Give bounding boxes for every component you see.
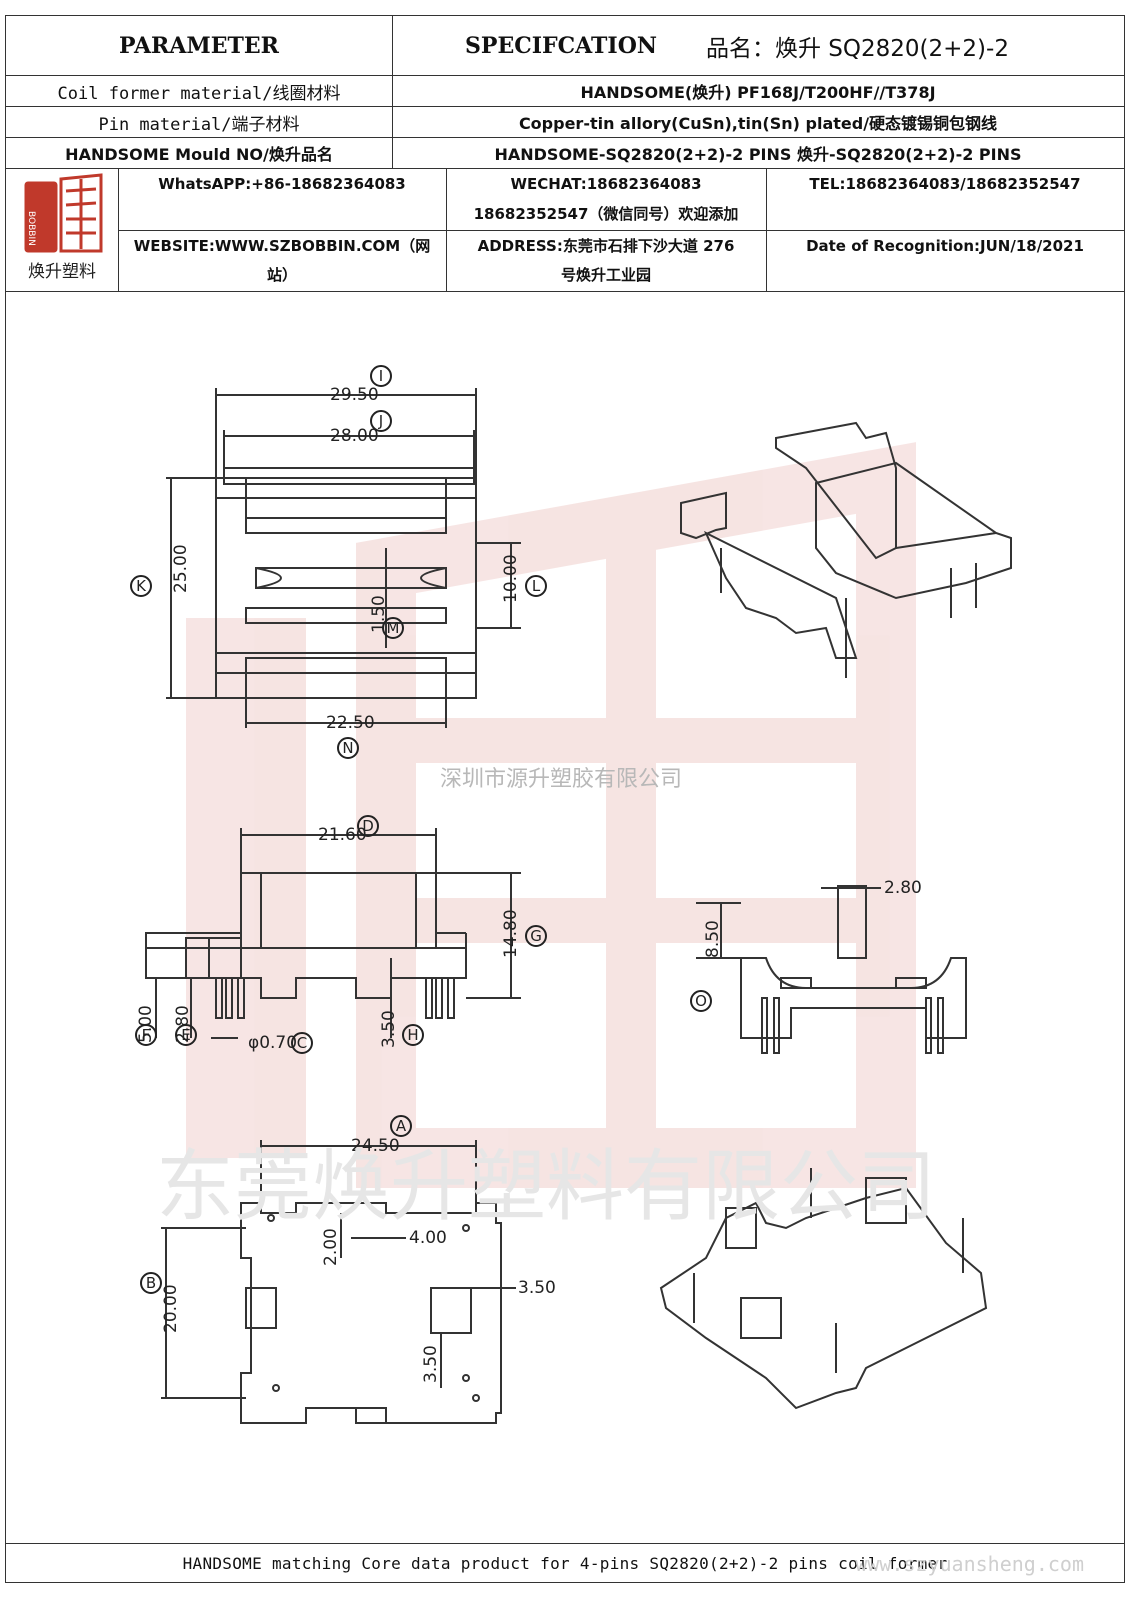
- parameter-label: PARAMETER: [119, 32, 279, 59]
- svg-text:C: C: [297, 1034, 307, 1052]
- marker-B: B: [140, 1272, 162, 1294]
- dim-notch-w: 4.00: [409, 1228, 447, 1248]
- svg-text:L: L: [532, 577, 541, 595]
- markers: I J K L M N D G F E C H O A B: [130, 365, 712, 1294]
- website-line1: WEBSITE:WWW.SZBOBBIN.COM（网: [133, 237, 431, 255]
- svg-text:J: J: [378, 412, 383, 430]
- svg-text:D: D: [362, 817, 374, 835]
- marker-I: I: [370, 365, 392, 387]
- svg-text:F: F: [142, 1026, 151, 1044]
- marker-M: M: [382, 617, 404, 639]
- spec-label: SPECIFCATION: [465, 32, 657, 59]
- svg-text:BOBBIN: BOBBIN: [26, 211, 36, 246]
- dim-H: 3.50: [379, 1010, 399, 1048]
- marker-E: E: [175, 1024, 197, 1046]
- marker-H: H: [402, 1024, 424, 1046]
- param-value: HANDSOME(焕升) PF168J/T200HF//T378J: [580, 83, 936, 102]
- side-view: [145, 872, 467, 1019]
- iso-top-view: [680, 421, 1012, 678]
- front-view: [740, 885, 967, 1054]
- dim-C: φ0.70: [248, 1033, 297, 1053]
- dim-slot-w: 3.50: [518, 1278, 556, 1298]
- svg-text:B: B: [146, 1274, 156, 1292]
- svg-text:N: N: [342, 739, 353, 757]
- svg-text:I: I: [379, 367, 383, 385]
- dim-N: 22.50: [326, 713, 375, 733]
- iso-bottom-view: [659, 1168, 988, 1410]
- svg-text:M: M: [387, 619, 400, 637]
- dim-J: 28.00: [330, 426, 379, 446]
- logo-text: 焕升塑料: [28, 262, 96, 282]
- watermark-logo: [186, 442, 916, 1188]
- param-label: Pin material/端子材料: [98, 114, 300, 135]
- param-label: HANDSOME Mould NO/焕升品名: [65, 145, 333, 164]
- technical-drawing: 29.50 28.00 25.00 10.00 1.50 22.50 21.60…: [6, 298, 1124, 1525]
- tel-text: TEL:18682364083/18682352547: [809, 175, 1081, 193]
- website-line2: 站）: [266, 266, 297, 284]
- dim-I: 29.50: [330, 385, 379, 405]
- watermark-company-large: 东莞焕升塑料有限公司: [156, 1142, 936, 1232]
- svg-text:H: H: [407, 1026, 418, 1044]
- svg-text:K: K: [136, 577, 147, 595]
- marker-N: N: [337, 737, 359, 759]
- marker-G: G: [525, 925, 547, 947]
- param-row: Pin material/端子材料 Copper-tin allory(CuSn…: [6, 107, 1124, 138]
- dim-D: 21.60: [318, 825, 367, 845]
- product-name: 品名：焕升 SQ2820(2+2)-2: [706, 35, 1009, 62]
- divider: [392, 16, 393, 75]
- dim-L: 10.00: [501, 554, 521, 603]
- header-row: PARAMETER SPECIFCATION 品名：焕升 SQ2820(2+2)…: [6, 16, 1124, 76]
- marker-O: O: [690, 990, 712, 1012]
- dim-O: 8.50: [703, 920, 723, 958]
- divider: [392, 138, 393, 168]
- marker-L: L: [525, 575, 547, 597]
- marker-J: J: [370, 410, 392, 432]
- address-line1: ADDRESS:东莞市石排下沙大道 276: [477, 237, 735, 255]
- marker-A: A: [390, 1115, 412, 1137]
- dim-E: 2.80: [173, 1005, 193, 1043]
- drawing-svg: 29.50 28.00 25.00 10.00 1.50 22.50 21.60…: [130, 365, 1012, 1424]
- svg-text:E: E: [181, 1026, 190, 1044]
- divider: [392, 107, 393, 137]
- footer-note: HANDSOME matching Core data product for …: [6, 1543, 1124, 1582]
- watermark-url: www.szyuansheng.com: [855, 1552, 1084, 1576]
- param-value: Copper-tin allory(CuSn),tin(Sn) plated/硬…: [518, 114, 998, 133]
- marker-F: F: [135, 1024, 157, 1046]
- svg-text:G: G: [530, 927, 542, 945]
- company-block: BOBBIN 焕升塑料 WhatsAPP:+86-18682364083 WEC…: [6, 169, 1124, 292]
- dim-G: 14.80: [501, 909, 521, 958]
- marker-D: D: [357, 815, 379, 837]
- dim-B: 20.00: [161, 1284, 181, 1333]
- wechat-line2: 18682352547（微信同号）欢迎添加: [473, 205, 739, 223]
- dim-slot-h: 3.50: [421, 1345, 441, 1383]
- divider: [118, 230, 1124, 231]
- watermark-company-small: 深圳市源升塑胶有限公司: [440, 767, 682, 792]
- param-value: HANDSOME-SQ2820(2+2)-2 PINS 焕升-SQ2820(2+…: [494, 145, 1022, 164]
- footer-text: HANDSOME matching Core data product for …: [182, 1553, 948, 1573]
- param-label: Coil former material/线圈材料: [57, 83, 341, 104]
- spec-sheet: PARAMETER SPECIFCATION 品名：焕升 SQ2820(2+2)…: [5, 15, 1125, 1583]
- top-view: [215, 467, 477, 718]
- recognition-date: Date of Recognition:JUN/18/2021: [806, 237, 1084, 255]
- dim-K: 25.00: [171, 544, 191, 593]
- company-logo: BOBBIN 焕升塑料: [6, 169, 118, 291]
- dim-notch-h: 2.00: [321, 1228, 341, 1266]
- param-row: Coil former material/线圈材料 HANDSOME(焕升) P…: [6, 76, 1124, 107]
- svg-text:A: A: [396, 1117, 407, 1135]
- dim-A: 24.50: [351, 1136, 400, 1156]
- wechat-line1: WECHAT:18682364083: [510, 175, 702, 193]
- bottom-view: [240, 1202, 502, 1424]
- param-row: HANDSOME Mould NO/焕升品名 HANDSOME-SQ2820(2…: [6, 138, 1124, 169]
- divider: [392, 76, 393, 106]
- address-line2: 号焕升工业园: [560, 266, 651, 284]
- marker-C: C: [291, 1032, 313, 1054]
- whatsapp-text: WhatsAPP:+86-18682364083: [158, 175, 406, 193]
- svg-text:O: O: [695, 992, 707, 1010]
- marker-K: K: [130, 575, 152, 597]
- dim-side-width: 2.80: [884, 878, 922, 898]
- logo-icon: BOBBIN 焕升塑料: [24, 173, 103, 282]
